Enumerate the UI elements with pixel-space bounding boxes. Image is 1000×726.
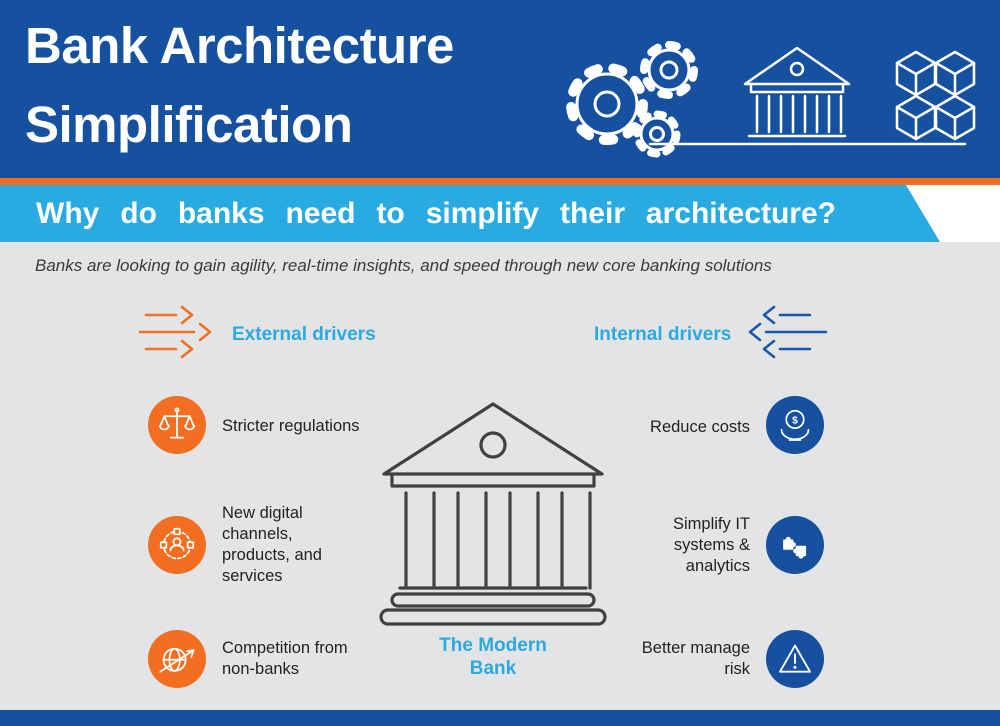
banner-row: Why do banks need to simplify their arch…: [0, 185, 1000, 242]
orange-divider: [0, 178, 1000, 185]
page-title: Bank Architecture Simplification: [25, 6, 454, 164]
page-title-line2: Simplification: [25, 96, 353, 153]
subtitle: Banks are looking to gain agility, real-…: [35, 256, 772, 275]
internal-drivers-heading: Internal drivers: [594, 324, 732, 345]
digital-channels-icon: [148, 516, 206, 574]
left-arrows-icon: [748, 303, 840, 361]
header: Bank Architecture Simplification: [0, 0, 1000, 178]
external-drivers-heading: External drivers: [232, 324, 376, 345]
external-item-label: Competition from non-banks: [222, 639, 348, 678]
question-banner: Why do banks need to simplify their arch…: [0, 185, 940, 242]
modern-bank-icon: [378, 398, 608, 630]
cubes-icon: [895, 50, 976, 141]
internal-item-label: Better manage risk: [641, 639, 750, 678]
puzzle-icon: [766, 516, 824, 574]
warning-triangle-icon: [766, 630, 824, 688]
external-item-label: New digital channels, products, and serv…: [222, 504, 322, 585]
gears-icon: [566, 41, 698, 158]
question-text: Why do banks need to simplify their arch…: [36, 197, 836, 230]
money-hand-icon: $: [766, 396, 824, 454]
dollar-glyph: $: [792, 415, 798, 426]
page-title-line1: Bank Architecture: [25, 17, 454, 74]
internal-item-label: Reduce costs: [650, 418, 750, 436]
scales-icon: [148, 396, 206, 454]
bank-icon: [743, 46, 851, 138]
header-artwork: [545, 32, 995, 167]
footer-bar: [0, 710, 1000, 726]
globe-arrow-icon: [148, 630, 206, 688]
right-arrows-icon: [138, 303, 220, 361]
internal-item-label: Simplify IT systems & analytics: [672, 515, 750, 575]
modern-bank-label: The Modern Bank: [439, 635, 547, 679]
external-item-label: Stricter regulations: [222, 417, 360, 435]
